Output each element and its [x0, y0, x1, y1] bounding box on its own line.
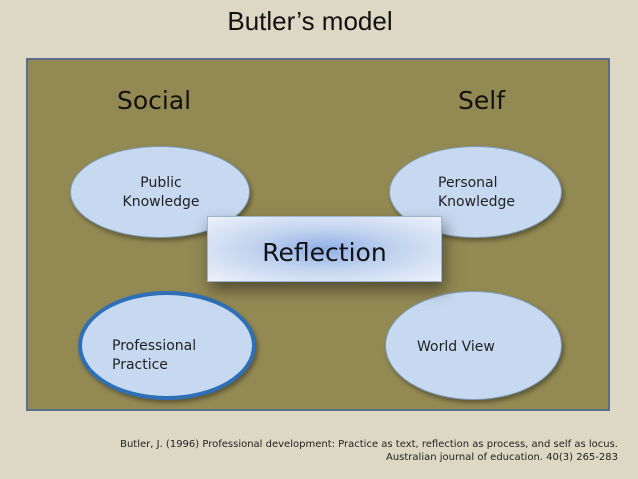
node-public-knowledge-label: Public Knowledge [122, 175, 200, 210]
citation: Butler, J. (1996) Professional developme… [18, 438, 618, 464]
node-public-knowledge: Public Knowledge [70, 146, 250, 238]
node-professional-practice: Professional Practice [78, 291, 256, 400]
heading-social: Social [117, 86, 192, 115]
heading-self: Self [458, 86, 505, 115]
citation-line-2: Australian journal of education. 40(3) 2… [386, 452, 618, 463]
slide-title: Butler’s model [227, 6, 393, 36]
reflection-box: Reflection [207, 216, 442, 282]
node-professional-practice-label: Professional Practice [112, 338, 197, 373]
node-world-view: World View [385, 291, 562, 400]
node-personal-knowledge-label: Personal Knowledge [438, 175, 515, 210]
node-world-view-label: World View [417, 339, 495, 355]
reflection-label: Reflection [262, 238, 387, 267]
citation-line-1: Butler, J. (1996) Professional developme… [120, 439, 618, 450]
